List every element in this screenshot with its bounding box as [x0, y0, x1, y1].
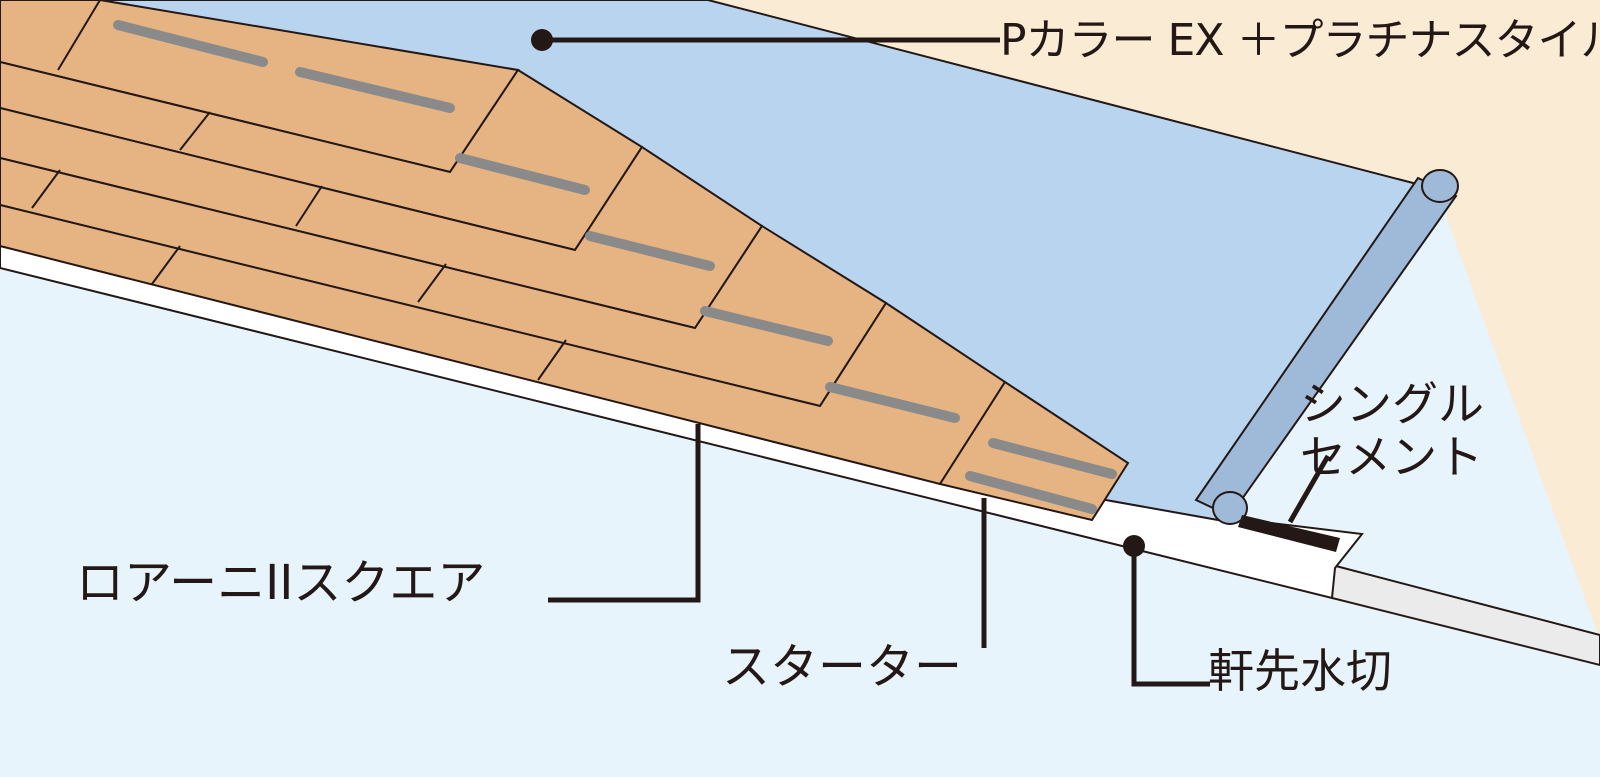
nail-strip — [700, 306, 833, 346]
tab-line — [31, 169, 61, 209]
underlay-label: Pカラー EX ＋プラチナスタイル — [1000, 15, 1600, 66]
cement-label-line1: シングル — [1300, 377, 1484, 431]
drip-edge-leader — [1131, 546, 1210, 687]
drip-edge-label: 軒先水切 — [1208, 644, 1392, 698]
shingle-leader — [548, 424, 701, 603]
nail-strip — [988, 438, 1117, 479]
cement-strip — [1238, 515, 1340, 552]
leader-lines — [531, 29, 1331, 687]
tab-line — [417, 263, 447, 303]
nail-strips — [113, 20, 1117, 514]
tab-line — [537, 339, 567, 381]
shingle-courses — [0, 0, 1130, 522]
underlay-roll — [1194, 169, 1459, 525]
nail-strip — [965, 471, 1097, 514]
starter-label: スターター — [722, 639, 963, 695]
cement-leader — [1287, 454, 1331, 524]
nail-strip — [113, 20, 268, 67]
shingle-label: ロアーニIIスクエア — [76, 555, 486, 611]
tab-line — [57, 0, 101, 71]
nail-strip — [295, 67, 455, 113]
nail-strip — [585, 231, 715, 271]
tab-line — [179, 111, 211, 151]
tab-line — [151, 245, 181, 285]
wall-background — [708, 0, 1600, 640]
tab-line — [295, 185, 323, 227]
cement-label-line2: セメント — [1300, 429, 1484, 484]
nail-strip — [455, 153, 590, 195]
nail-strip — [825, 382, 960, 423]
cement-label: シングル セメント — [1300, 378, 1484, 484]
